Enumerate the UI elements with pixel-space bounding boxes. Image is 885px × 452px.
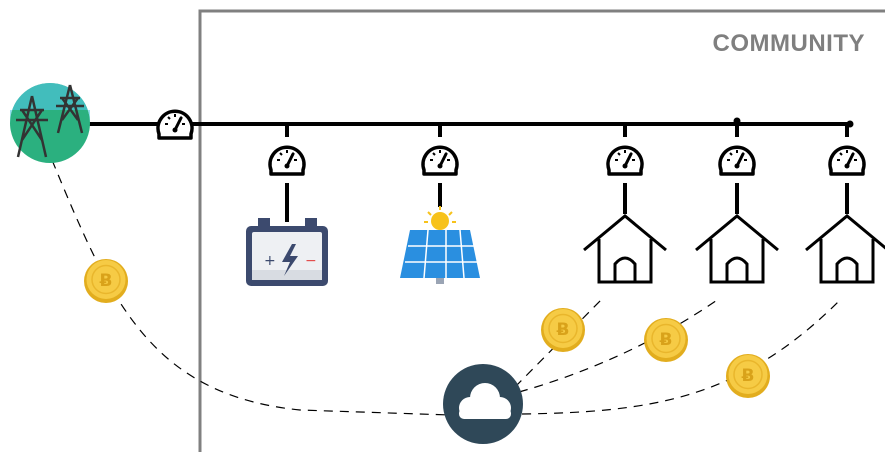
house-icon [582, 214, 668, 284]
power-grid-icon [10, 83, 90, 163]
bitcoin-coin-icon [725, 353, 771, 399]
meter-icon [718, 145, 756, 176]
meter-icon [156, 109, 194, 140]
bitcoin-coin-icon [643, 317, 689, 363]
meter-icon [828, 145, 866, 176]
solar-panel-icon [400, 206, 480, 284]
bus-line [88, 122, 850, 222]
meter-icon [606, 145, 644, 176]
bitcoin-coin-icon [83, 258, 129, 304]
meter-icon [268, 145, 306, 176]
svg-text:+: + [264, 253, 276, 269]
house-icon [694, 214, 780, 284]
battery-icon: + − [246, 218, 328, 286]
cloud-icon [443, 364, 523, 444]
community-label: COMMUNITY [712, 30, 865, 57]
house-icon [804, 214, 885, 284]
svg-text:−: − [305, 253, 317, 269]
community-boundary [198, 9, 885, 452]
meter-icon [421, 145, 459, 176]
payment-lines [51, 159, 841, 416]
bitcoin-coin-icon [540, 307, 586, 353]
